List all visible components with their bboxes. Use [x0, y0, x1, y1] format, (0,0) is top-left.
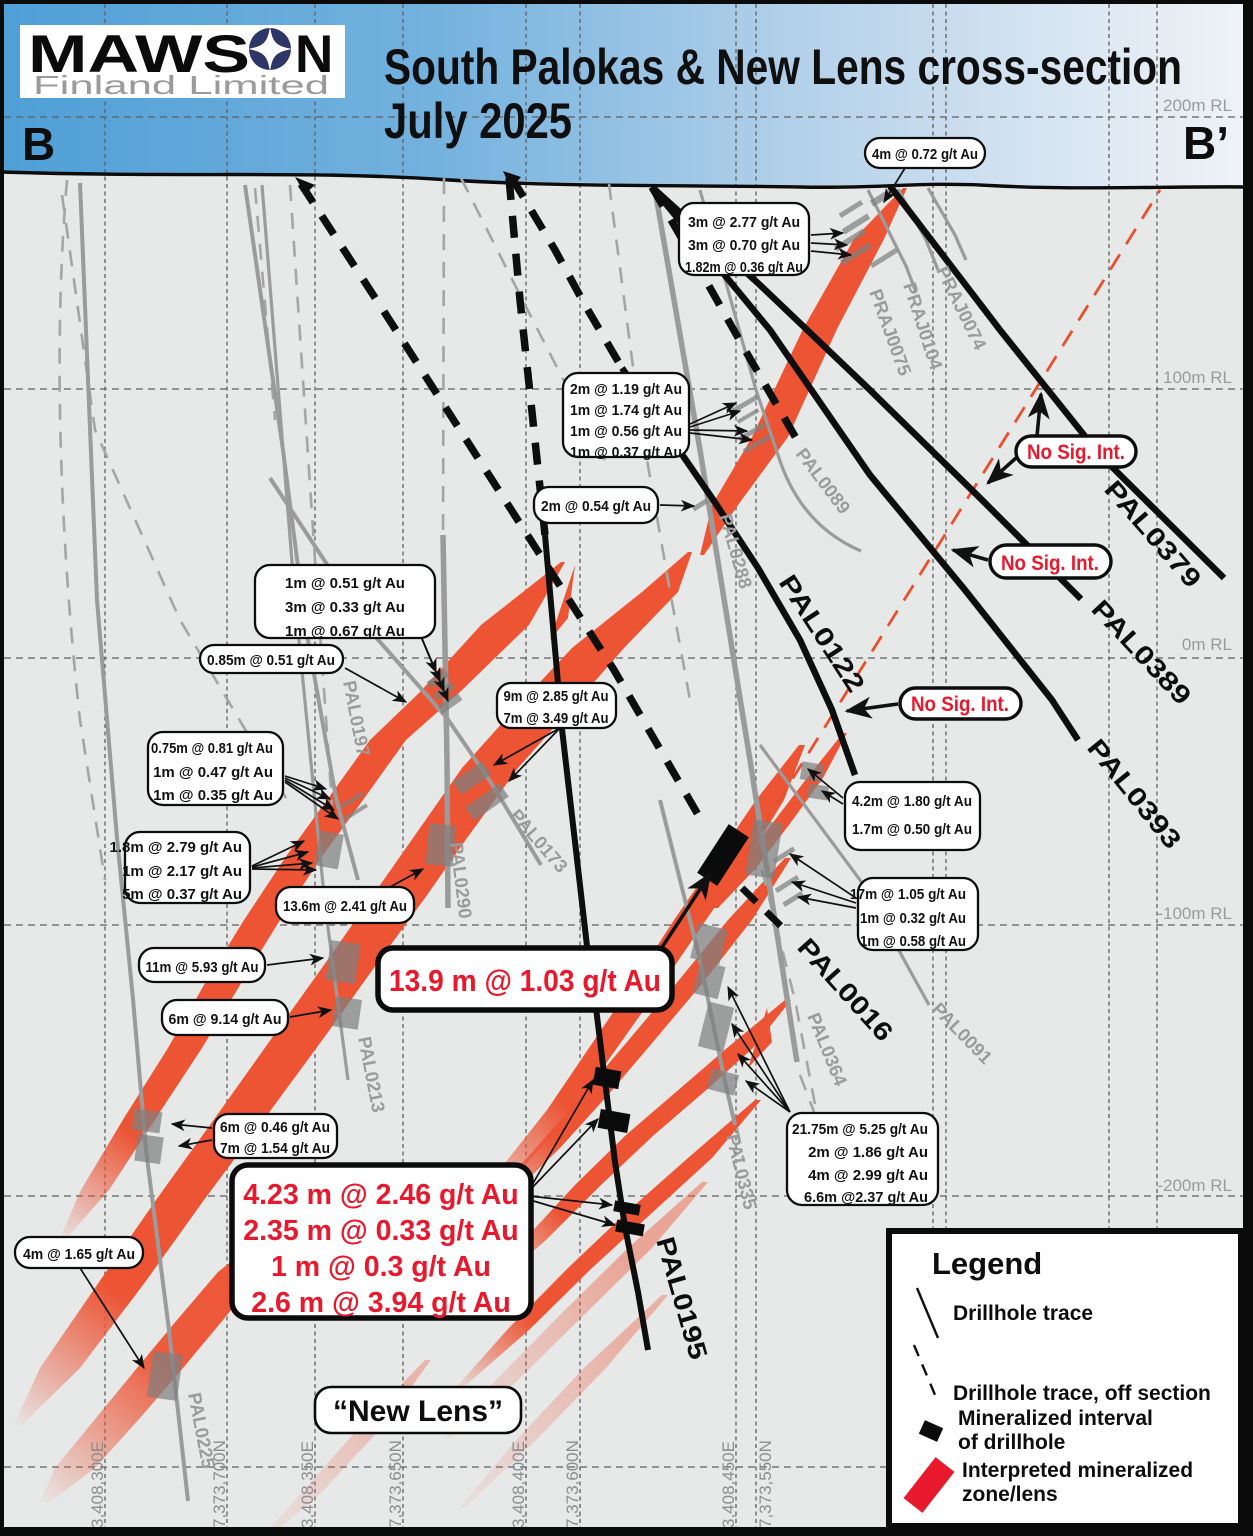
- svg-text:No Sig. Int.: No Sig. Int.: [1027, 441, 1125, 464]
- svg-text:11m @ 5.93 g/t Au: 11m @ 5.93 g/t Au: [146, 959, 259, 976]
- svg-text:4.2m @ 1.80 g/t Au: 4.2m @ 1.80 g/t Au: [852, 793, 972, 810]
- svg-text:17m @ 1.05 g/t Au: 17m @ 1.05 g/t Au: [850, 886, 966, 903]
- svg-text:Drillhole trace: Drillhole trace: [953, 1302, 1093, 1325]
- svg-text:Mineralized interval: Mineralized interval: [958, 1407, 1153, 1430]
- svg-text:Interpreted mineralized: Interpreted mineralized: [962, 1459, 1193, 1482]
- svg-text:21.75m @ 5.25 g/t Au: 21.75m @ 5.25 g/t Au: [792, 1121, 928, 1138]
- svg-text:1m @ 0.37 g/t Au: 1m @ 0.37 g/t Au: [570, 444, 682, 461]
- svg-text:4m @ 0.72 g/t Au: 4m @ 0.72 g/t Au: [872, 146, 978, 163]
- svg-text:No Sig. Int.: No Sig. Int.: [911, 693, 1009, 716]
- svg-text:1.8m @ 2.79 g/t Au: 1.8m @ 2.79 g/t Au: [110, 839, 242, 856]
- svg-text:1m @ 0.35 g/t Au: 1m @ 0.35 g/t Au: [153, 787, 273, 804]
- svg-text:1.82m @ 0.36 g/t Au: 1.82m @ 0.36 g/t Au: [685, 259, 803, 276]
- svg-text:-200m RL: -200m RL: [1157, 1176, 1232, 1195]
- svg-text:1m @ 0.56 g/t Au: 1m @ 0.56 g/t Au: [570, 423, 682, 440]
- svg-text:3m @ 0.33 g/t Au: 3m @ 0.33 g/t Au: [285, 599, 405, 616]
- svg-text:2m @ 0.54 g/t Au: 2m @ 0.54 g/t Au: [541, 498, 651, 515]
- svg-text:No Sig. Int.: No Sig. Int.: [1001, 552, 1099, 575]
- svg-text:13.9 m @ 1.03 g/t Au: 13.9 m @ 1.03 g/t Au: [389, 963, 661, 998]
- svg-text:6.6m @2.37 g/t Au: 6.6m @2.37 g/t Au: [804, 1189, 928, 1206]
- svg-text:2m @ 1.86 g/t Au: 2m @ 1.86 g/t Au: [808, 1144, 928, 1161]
- svg-text:2.6 m @ 3.94 g/t Au: 2.6 m @ 3.94 g/t Au: [251, 1287, 511, 1319]
- svg-text:1m @ 0.47 g/t Au: 1m @ 0.47 g/t Au: [153, 764, 273, 781]
- svg-text:4m @ 1.65 g/t Au: 4m @ 1.65 g/t Au: [23, 1246, 135, 1263]
- svg-text:2m @ 1.19 g/t Au: 2m @ 1.19 g/t Au: [570, 381, 682, 398]
- svg-text:4.23 m @ 2.46 g/t Au: 4.23 m @ 2.46 g/t Au: [243, 1179, 518, 1211]
- svg-text:1m @ 0.51 g/t Au: 1m @ 0.51 g/t Au: [285, 575, 405, 592]
- svg-text:7m @ 3.49 g/t Au: 7m @ 3.49 g/t Au: [504, 710, 609, 727]
- svg-text:3,408,300E: 3,408,300E: [88, 1441, 107, 1528]
- svg-text:3m @ 2.77 g/t Au: 3m @ 2.77 g/t Au: [688, 214, 800, 231]
- svg-text:1.7m @ 0.50 g/t Au: 1.7m @ 0.50 g/t Au: [852, 821, 972, 838]
- svg-text:7,373,550N: 7,373,550N: [756, 1440, 775, 1528]
- svg-text:3m @ 0.70 g/t Au: 3m @ 0.70 g/t Au: [688, 237, 800, 254]
- svg-text:zone/lens: zone/lens: [962, 1483, 1058, 1506]
- svg-text:6m @ 9.14 g/t Au: 6m @ 9.14 g/t Au: [169, 1011, 282, 1028]
- svg-text:200m RL: 200m RL: [1163, 96, 1232, 115]
- svg-text:3,408,400E: 3,408,400E: [509, 1441, 528, 1528]
- svg-text:0.75m @ 0.81 g/t Au: 0.75m @ 0.81 g/t Au: [151, 740, 273, 757]
- svg-text:7,373,700N: 7,373,700N: [210, 1440, 229, 1528]
- svg-text:7,373,650N: 7,373,650N: [386, 1440, 405, 1528]
- svg-text:N: N: [295, 25, 333, 84]
- svg-text:Drillhole trace, off section: Drillhole trace, off section: [953, 1382, 1211, 1405]
- svg-text:July 2025: July 2025: [384, 93, 572, 149]
- svg-text:1m @ 1.74 g/t Au: 1m @ 1.74 g/t Au: [570, 402, 682, 419]
- svg-text:1m @ 2.17 g/t Au: 1m @ 2.17 g/t Au: [122, 863, 242, 880]
- svg-text:“New Lens”: “New Lens”: [333, 1395, 503, 1428]
- svg-text:1m @ 0.58 g/t Au: 1m @ 0.58 g/t Au: [860, 933, 966, 950]
- svg-text:1m @ 0.67 g/t Au: 1m @ 0.67 g/t Au: [285, 623, 405, 640]
- svg-text:13.6m @ 2.41 g/t Au: 13.6m @ 2.41 g/t Au: [283, 898, 407, 915]
- svg-text:South Palokas & New Lens cross: South Palokas & New Lens cross-section: [384, 39, 1182, 95]
- svg-text:3,408,350E: 3,408,350E: [298, 1441, 317, 1528]
- svg-text:Legend: Legend: [932, 1246, 1042, 1281]
- svg-text:9m @ 2.85 g/t Au: 9m @ 2.85 g/t Au: [504, 688, 609, 705]
- svg-text:B: B: [22, 118, 55, 170]
- svg-text:100m RL: 100m RL: [1163, 368, 1232, 387]
- svg-text:1m @ 0.32 g/t Au: 1m @ 0.32 g/t Au: [860, 910, 966, 927]
- svg-text:0.85m @ 0.51 g/t Au: 0.85m @ 0.51 g/t Au: [207, 652, 335, 669]
- svg-text:2.35 m @ 0.33 g/t Au: 2.35 m @ 0.33 g/t Au: [243, 1215, 518, 1247]
- svg-text:4m @ 2.99 g/t Au: 4m @ 2.99 g/t Au: [808, 1167, 928, 1184]
- svg-text:Finland Limited: Finland Limited: [33, 70, 329, 100]
- svg-text:7m @ 1.54 g/t Au: 7m @ 1.54 g/t Au: [220, 1140, 330, 1157]
- svg-text:5m @ 0.37 g/t Au: 5m @ 0.37 g/t Au: [122, 886, 242, 903]
- svg-text:1 m @ 0.3 g/t Au: 1 m @ 0.3 g/t Au: [271, 1251, 491, 1283]
- svg-text:B’: B’: [1183, 117, 1229, 169]
- svg-text:of drillhole: of drillhole: [958, 1431, 1065, 1454]
- svg-text:7,373,600N: 7,373,600N: [563, 1440, 582, 1528]
- svg-text:-100m RL: -100m RL: [1157, 904, 1232, 923]
- svg-text:3,408,450E: 3,408,450E: [719, 1441, 738, 1528]
- svg-text:MAWS: MAWS: [28, 25, 250, 84]
- svg-text:6m @ 0.46 g/t Au: 6m @ 0.46 g/t Au: [220, 1119, 330, 1136]
- svg-text:0m RL: 0m RL: [1182, 635, 1232, 654]
